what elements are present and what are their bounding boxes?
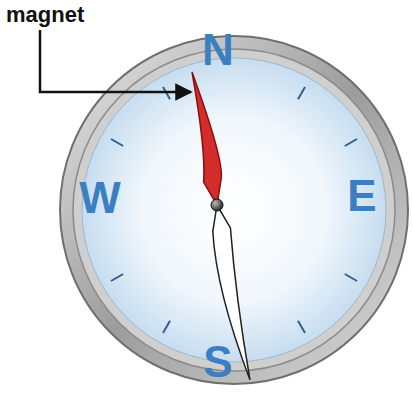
leader-line xyxy=(40,30,191,92)
compass-needle xyxy=(192,72,250,380)
direction-letter: N xyxy=(202,28,234,72)
tick-mark xyxy=(345,139,357,146)
direction-letter: S xyxy=(203,340,232,384)
compass-case xyxy=(60,36,408,384)
tick-mark xyxy=(345,274,357,281)
direction-letter: W xyxy=(79,176,121,220)
tick-mark xyxy=(163,321,170,333)
tick-mark xyxy=(298,321,305,333)
tick-mark xyxy=(111,274,123,281)
callout-label: magnet xyxy=(6,4,84,26)
tick-mark xyxy=(111,139,123,146)
direction-letter: E xyxy=(347,174,376,218)
tick-mark xyxy=(298,87,305,99)
